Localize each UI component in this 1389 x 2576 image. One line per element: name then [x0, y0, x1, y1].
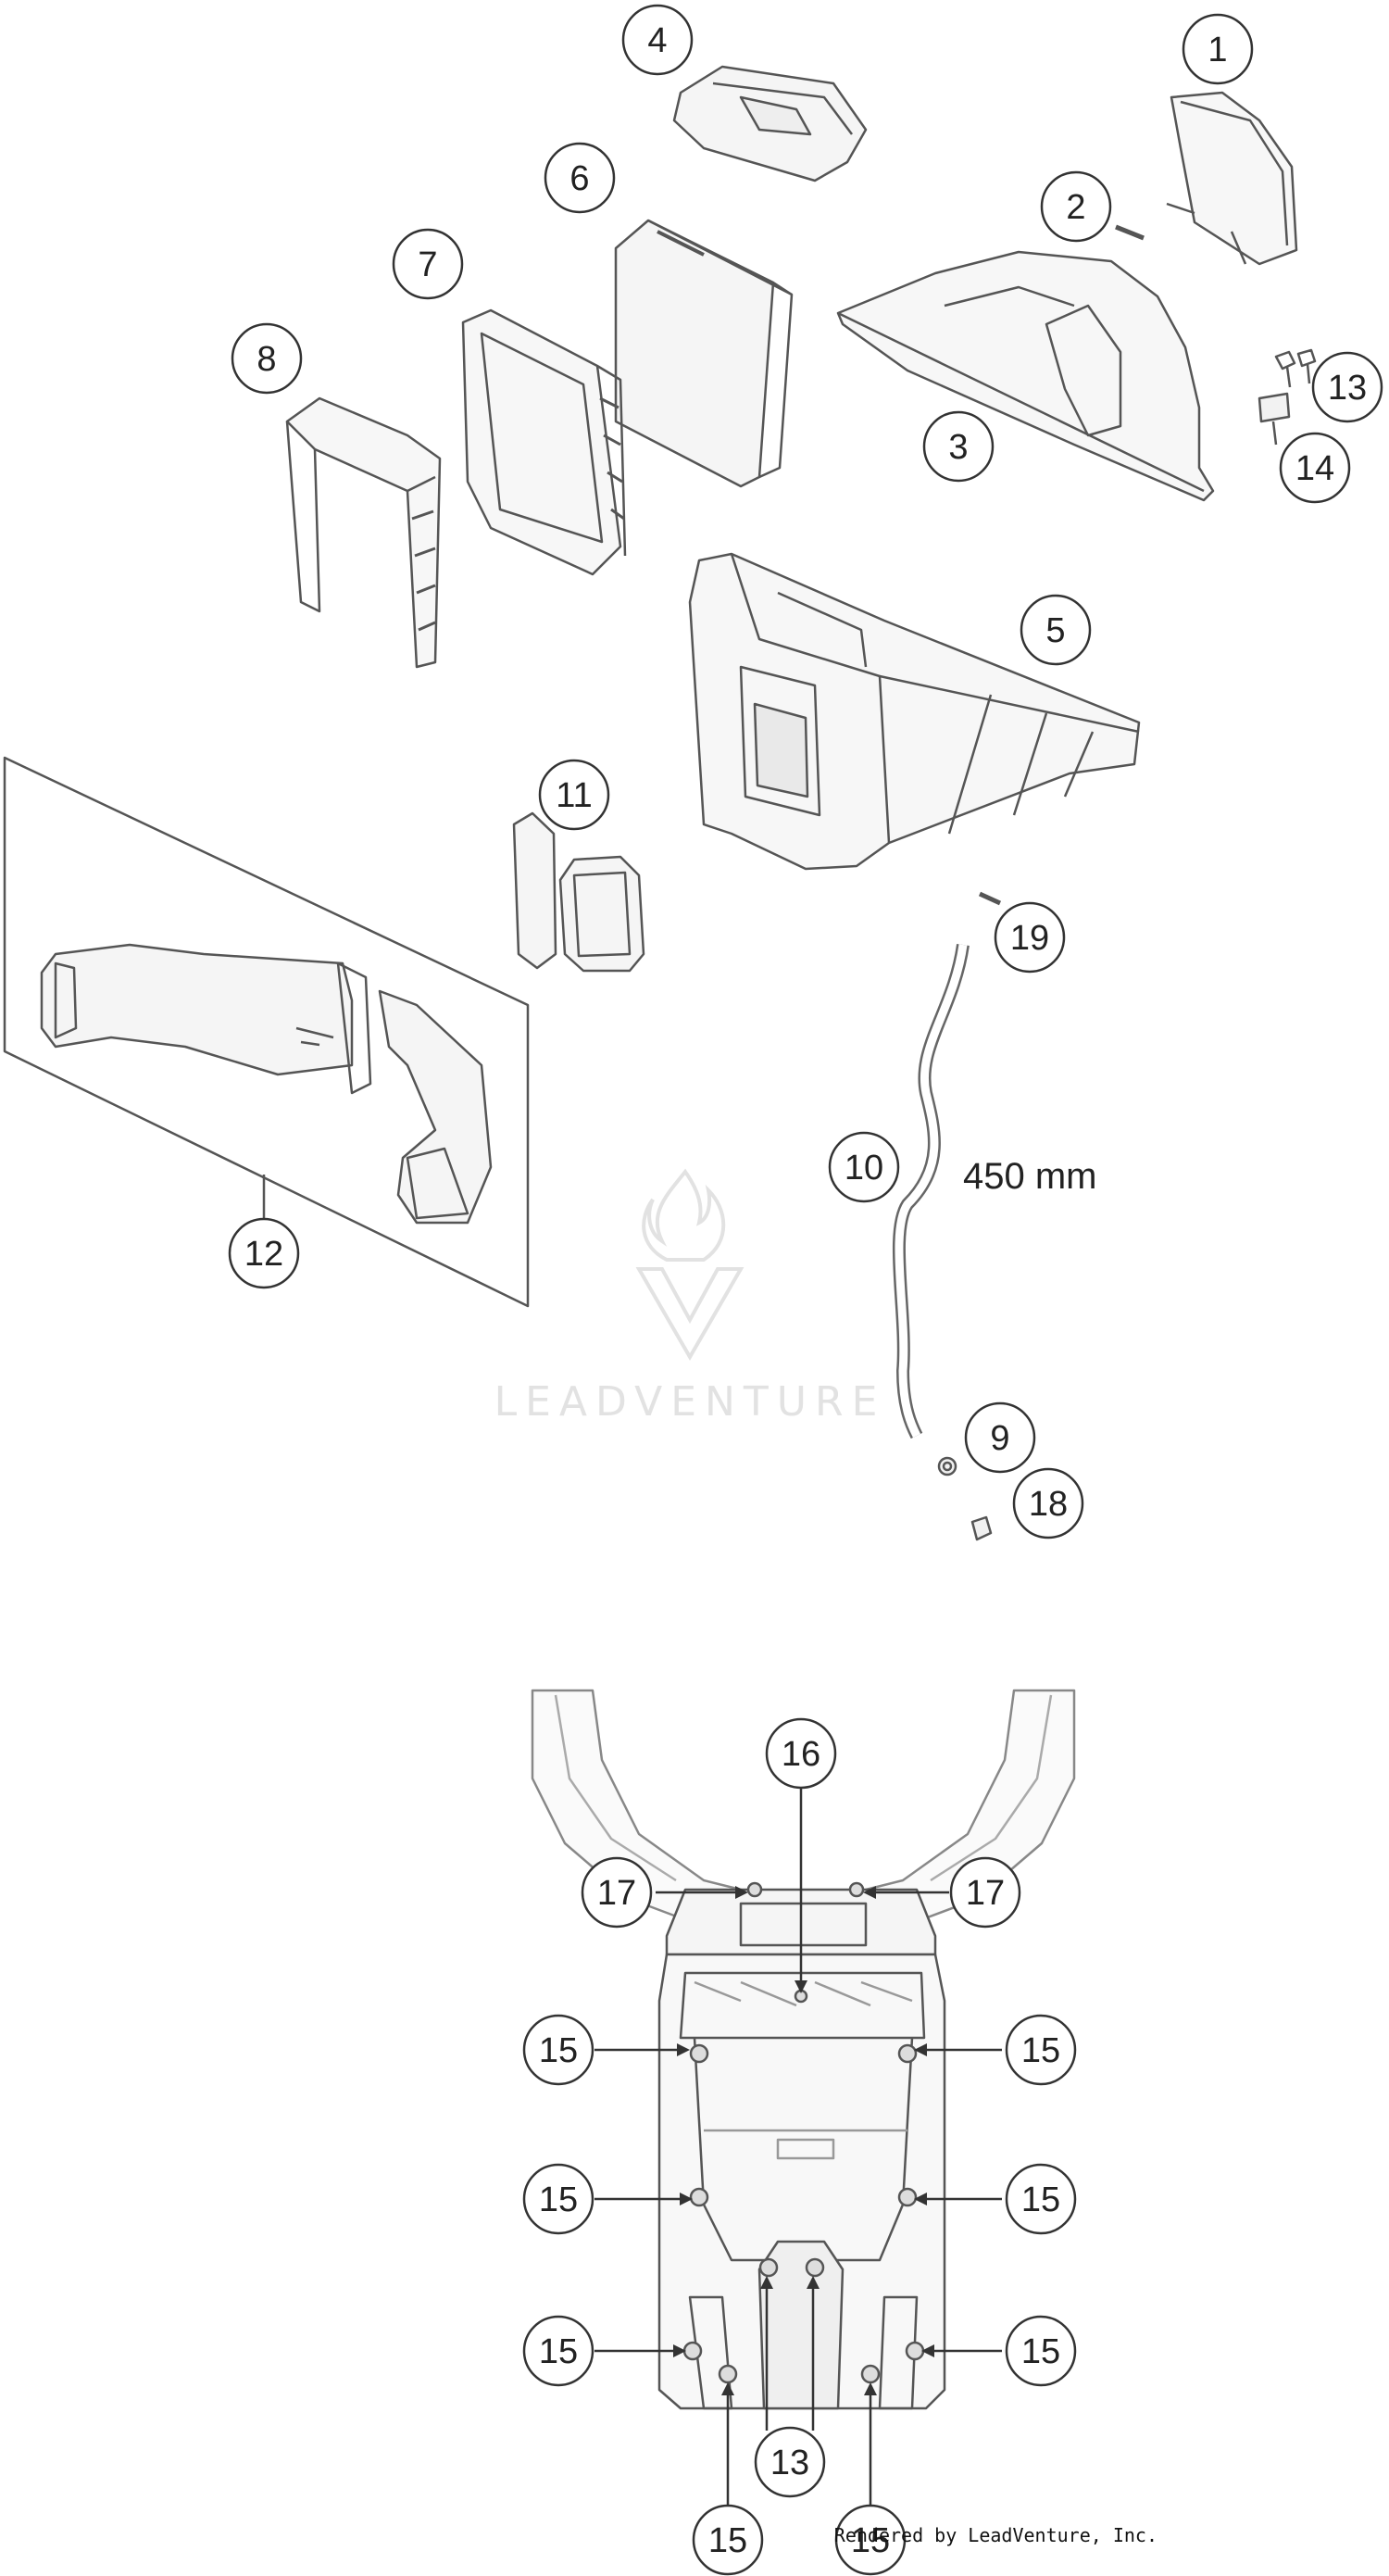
part-8-filter-cage [285, 396, 442, 669]
callout-6: 6 [569, 159, 589, 198]
callouts [228, 4, 1383, 2576]
callout-labels: 1 4 2 3 5 6 7 8 13 14 11 19 10 12 9 18 1… [244, 21, 1367, 2560]
part-2-pin [1115, 224, 1145, 241]
part-10-breather-hose [892, 943, 970, 1439]
callout-14: 14 [1295, 449, 1334, 488]
callout-1: 1 [1208, 31, 1227, 69]
part-19-screw [978, 891, 1002, 906]
callout-12: 12 [244, 1235, 283, 1274]
callout-8: 8 [257, 340, 276, 379]
callout-15-bottom-left: 15 [708, 2521, 747, 2560]
part-13-screws [1274, 348, 1317, 388]
callout-5: 5 [1045, 611, 1065, 650]
hose-length-label: 450 mm [963, 1156, 1097, 1197]
callout-15-right-2: 15 [1021, 2180, 1060, 2219]
callout-17-left: 17 [597, 1874, 636, 1913]
callout-4: 4 [647, 21, 667, 60]
fastener-points [682, 1881, 925, 2384]
watermark-text: LEADVENTURE [494, 1378, 886, 1426]
part-3-cover [836, 250, 1215, 502]
leader-lines [594, 1783, 1002, 2512]
callout-19: 19 [1010, 919, 1049, 958]
part-18-fitting [970, 1515, 993, 1541]
airbox-bottom-view [531, 1689, 1076, 2410]
callout-16: 16 [782, 1735, 820, 1774]
callout-15-right-1: 15 [1021, 2031, 1060, 2070]
callout-15-bottom-right: 15 [851, 2521, 890, 2560]
callout-10: 10 [845, 1149, 883, 1187]
callout-18: 18 [1029, 1485, 1068, 1524]
callout-15-right-3: 15 [1021, 2332, 1060, 2371]
callout-17-right: 17 [966, 1874, 1005, 1913]
part-9-clamp [937, 1456, 957, 1476]
callout-11: 11 [556, 776, 592, 815]
part-1-bracket [1166, 91, 1298, 266]
part-12-intake-tube [3, 756, 530, 1308]
callout-7: 7 [418, 245, 437, 284]
callout-13-bottom: 13 [770, 2444, 809, 2482]
watermark: LEADVENTURE [494, 1168, 886, 1426]
callout-15-left-3: 15 [539, 2332, 578, 2371]
render-credit: Rendered by LeadVenture, Inc. [833, 2524, 1158, 2546]
callout-15-left-2: 15 [539, 2180, 578, 2219]
part-14-valve [1258, 392, 1291, 446]
part-5-airbox [688, 552, 1141, 871]
callout-2: 2 [1066, 188, 1085, 227]
part-11-gasket [512, 811, 645, 973]
callout-3: 3 [948, 428, 968, 467]
part-7-filter-frame [461, 308, 627, 576]
callout-9: 9 [990, 1419, 1009, 1458]
callout-13-top: 13 [1328, 369, 1367, 408]
leader-arrowheads [673, 1886, 934, 2395]
part-6-filter-element [614, 219, 794, 488]
watermark-v-logo-icon [635, 1267, 745, 1361]
callout-15-left-1: 15 [539, 2031, 578, 2070]
watermark-flame-icon [642, 1168, 726, 1262]
part-4-lid [672, 65, 868, 182]
